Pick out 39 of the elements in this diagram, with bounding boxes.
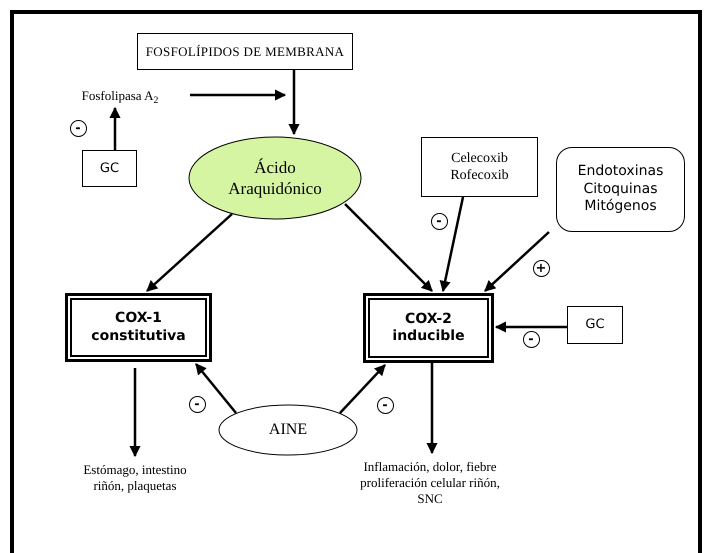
stimulus-box (556, 147, 685, 232)
node-text: COX-1 constitutiva (90, 310, 187, 345)
arrow (109, 106, 121, 150)
node-text: GC (100, 160, 120, 178)
node-text: Celecoxib Rofecoxib (449, 150, 510, 184)
process-box (567, 306, 623, 344)
edge-label: - (188, 396, 206, 412)
arrow (494, 321, 567, 333)
arrow (288, 70, 300, 136)
arrow (484, 231, 550, 292)
node-text: Inflamación, dolor, fiebre proliferación celular riñón, SNC (359, 458, 501, 508)
arrow (344, 203, 433, 292)
process-box (82, 150, 137, 187)
node-text: FOSFOLÍPIDOS DE MEMBRANA (146, 42, 344, 61)
node-text: Fosfolipasa A$_{2}$ (82, 87, 158, 106)
drug-box (421, 137, 538, 197)
enzyme-box (363, 293, 494, 363)
arrow (339, 364, 386, 414)
edge-label: - (522, 330, 540, 348)
drug-ellipse (218, 404, 358, 456)
arrow (440, 196, 464, 292)
node-text: Ácido Araquidónico (227, 156, 323, 200)
substrate-ellipse (188, 136, 362, 220)
node-text: Endotoxinas Citoquinas Mitógenos (576, 163, 664, 216)
arrow (426, 363, 438, 454)
arrow (129, 368, 141, 458)
node-text: GC (585, 316, 605, 334)
arrow (146, 213, 233, 292)
node-text: Estómago, intestino riñón, plaquetas (82, 462, 188, 494)
process-box (137, 33, 353, 70)
edge-label: - (430, 212, 448, 230)
arrow (190, 89, 286, 101)
arrow (195, 363, 237, 414)
edge-label: - (376, 396, 394, 414)
edge-label: - (70, 120, 86, 136)
enzyme-box (65, 293, 212, 362)
edge-label: + (532, 260, 550, 276)
node-text: COX-2 inducible (391, 310, 466, 346)
node-text: AINE (268, 420, 308, 440)
